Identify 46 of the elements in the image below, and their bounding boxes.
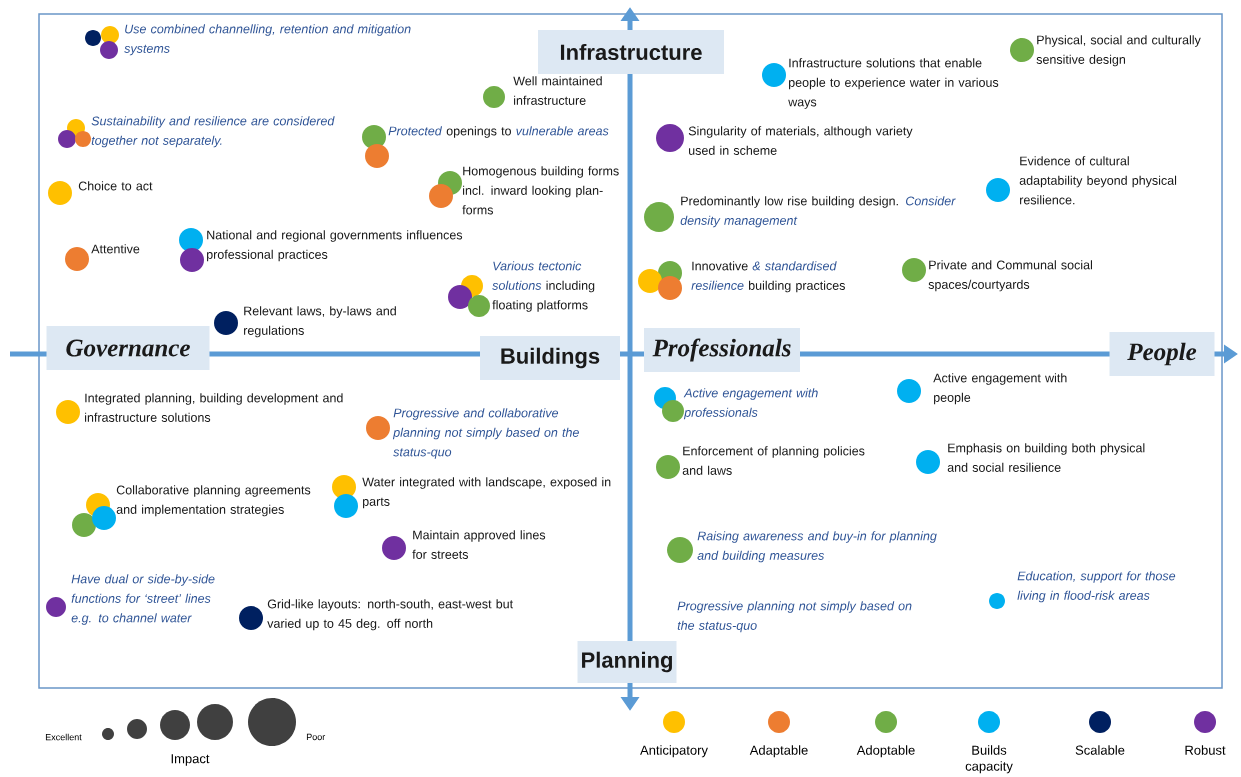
- axis-label: Professionals: [644, 328, 800, 372]
- statement-text: Homogenous building forms incl. inward looking plan-forms: [462, 166, 619, 215]
- statement-text: Enforcement of planning policies and laws: [682, 446, 865, 475]
- statement-text: Active engagement with professionals: [683, 388, 818, 420]
- statement-text: Innovative & standardised resilience building practices: [691, 261, 845, 293]
- legend-label: Adaptable: [749, 745, 808, 758]
- legend-label: Anticipatory: [640, 745, 708, 758]
- statement-text: Sustainability and resilience are considered together not separately.: [91, 116, 335, 148]
- statement-text: Protected openings to vulnerable areas: [388, 126, 609, 138]
- statement-text: Choice to act: [78, 181, 153, 191]
- statement-text: Active engagement with people: [933, 373, 1067, 405]
- scale-label: Excellent: [45, 733, 82, 741]
- statement-text: Education, support for those living in flood-risk areas: [1017, 571, 1176, 603]
- statement-text: Private and Communal social spaces/courtyards: [928, 260, 1092, 292]
- statement-text: Infrastructure solutions that enable people to experience water in various ways: [788, 58, 999, 109]
- statement-text: National and regional governments influences professional practices: [207, 230, 463, 262]
- statement-text: Well maintained infrastructure: [513, 76, 602, 105]
- statement-text: Emphasis on building both physical and social resilience: [947, 443, 1145, 472]
- statement-text: Progressive planning not simply based on the status-quo: [677, 601, 912, 633]
- statement-text: Attentive: [91, 244, 140, 254]
- axis-label: Governance: [46, 326, 210, 370]
- legend-label: Scalable: [1075, 745, 1125, 755]
- statement-text: Predominantly low rise building design. Consider density management: [680, 196, 956, 228]
- statement-text: Use combined channelling, retention and mitigation systems: [124, 24, 411, 56]
- statement-text: Progressive and collaborative planning not simply based on the status-quo: [392, 408, 579, 459]
- statement-text: Integrated planning, building development and infrastructure solutions: [85, 393, 343, 422]
- statement-text: Have dual or side-by-side functions for ‘street’ lines e.g. to channel water: [71, 574, 215, 625]
- axis-label: Infrastructure: [538, 30, 724, 74]
- statement-text: Relevant laws, by-laws and regulations: [244, 306, 396, 338]
- axis-label: People: [1109, 332, 1215, 376]
- statement-text: Various tectonic solutions including floating platforms: [492, 261, 595, 312]
- legend-label: Builds capacity: [965, 745, 1013, 774]
- scale-label: Poor: [306, 733, 326, 741]
- axis-label: Buildings: [480, 336, 620, 380]
- axis-label: Planning: [577, 641, 677, 683]
- statement-text: Water integrated with landscape, exposed in parts: [362, 477, 611, 509]
- statement-text: Grid-like layouts: north-south, east-west but varied up to 45 deg. off north: [267, 599, 513, 631]
- statement-text: Singularity of materials, although variety used in scheme: [688, 126, 913, 155]
- statement-text: Collaborative planning agreements and implementation strategies: [116, 485, 311, 517]
- statement-text: Physical, social and culturally sensitive design: [1036, 35, 1201, 67]
- statement-text: Evidence of cultural adaptability beyond physical resilience.: [1019, 156, 1177, 205]
- scale-title: Impact: [171, 754, 210, 766]
- statement-text: Maintain approved lines for streets: [412, 530, 546, 559]
- legend-label: Adoptable: [856, 745, 915, 758]
- statement-text: Raising awareness and buy-in for planning and building measures: [697, 531, 937, 563]
- legend-label: Robust: [1185, 745, 1226, 755]
